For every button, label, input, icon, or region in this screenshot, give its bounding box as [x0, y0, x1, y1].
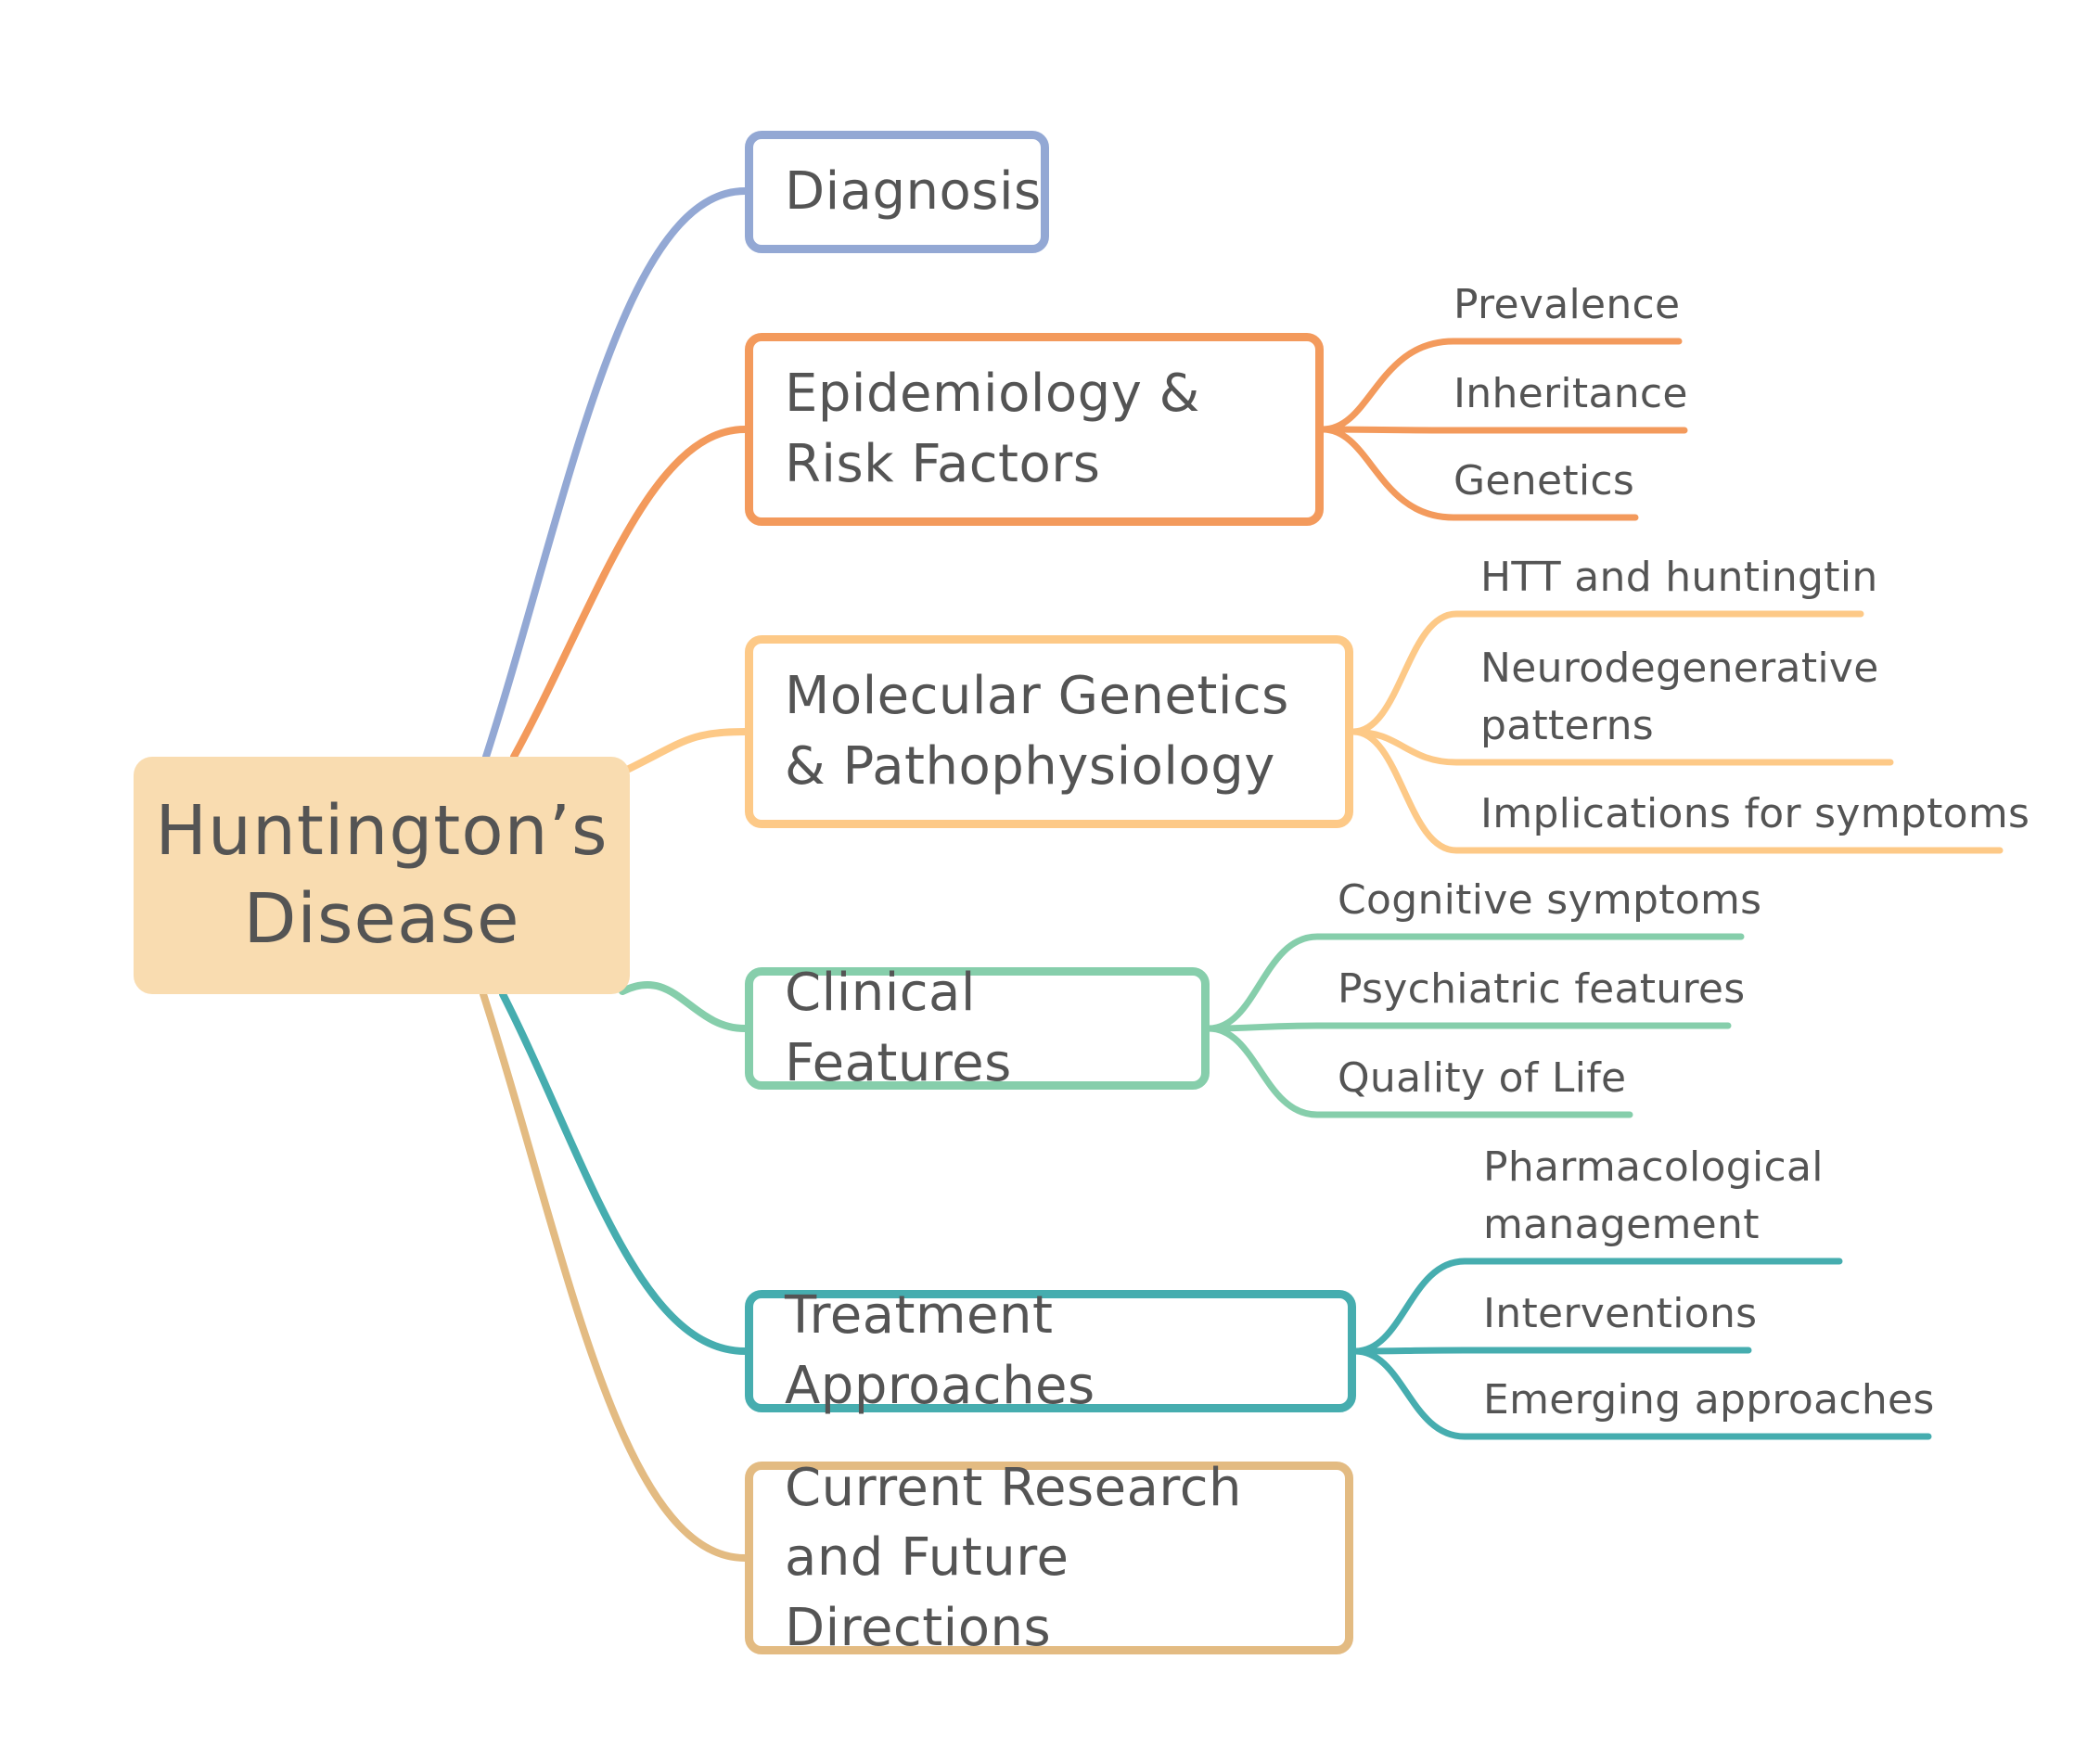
connector-root-to-branch-4	[499, 990, 749, 1355]
branch-molecular-genetics[interactable]: Molecular Genetics & Pathophysiology	[745, 635, 1353, 828]
connector-branch-3-leaf-1	[1205, 1022, 1732, 1032]
branch-label-clinical-features: Clinical Features	[785, 963, 1012, 1093]
root-label-line-2: Disease	[243, 879, 520, 959]
connector-branch-1-leaf-0	[1319, 338, 1683, 433]
connector-root-to-branch-1	[510, 426, 749, 760]
branch-diagnosis[interactable]: Diagnosis	[745, 131, 1049, 253]
connector-branch-3-leaf-2	[1205, 1025, 1633, 1118]
connector-branch-1-leaf-1	[1319, 426, 1688, 434]
root-label: Huntington’s Disease	[155, 787, 608, 963]
leaf-genetics[interactable]: Genetics	[1453, 457, 1635, 504]
leaf-inheritance[interactable]: Inheritance	[1453, 370, 1688, 417]
branch-label-molecular-genetics: Molecular Genetics & Pathophysiology	[785, 666, 1289, 797]
leaf-psychiatric-features[interactable]: Psychiatric features	[1338, 965, 1746, 1013]
connector-branch-1-leaf-2	[1319, 426, 1639, 521]
leaf-cognitive-symptoms[interactable]: Cognitive symptoms	[1338, 876, 1762, 924]
connectors	[480, 187, 2004, 1562]
branch-clinical-features[interactable]: Clinical Features	[745, 963, 1210, 1093]
branch-label-treatment-approaches: Treatment Approaches	[785, 1285, 1095, 1416]
connector-branch-2-leaf-0	[1350, 610, 1864, 735]
leaf-implications-for-symptoms[interactable]: Implications for symptoms	[1480, 790, 2030, 837]
connector-branch-4-leaf-2	[1351, 1347, 1932, 1440]
connector-root-to-branch-0	[482, 187, 749, 760]
branch-label-epidemiology: Epidemiology & Risk Factors	[785, 364, 1200, 494]
leaf-neurodegenerative-patterns[interactable]: Neurodegenerative patterns	[1480, 645, 1879, 750]
leaf-interventions[interactable]: Interventions	[1483, 1290, 1758, 1337]
leaf-pharmacological-management[interactable]: Pharmacological management	[1483, 1143, 1824, 1249]
branch-epidemiology[interactable]: Epidemiology & Risk Factors	[745, 333, 1324, 526]
connector-branch-4-leaf-0	[1351, 1258, 1843, 1355]
branch-current-research[interactable]: Current Research and Future Directions	[745, 1458, 1353, 1658]
root-node[interactable]: Huntington’s Disease	[134, 757, 630, 994]
branch-treatment-approaches[interactable]: Treatment Approaches	[745, 1285, 1356, 1416]
leaf-emerging-approaches[interactable]: Emerging approaches	[1483, 1376, 1935, 1424]
connector-branch-3-leaf-0	[1205, 933, 1745, 1032]
connector-root-to-branch-2	[625, 728, 749, 772]
branch-label-current-research: Current Research and Future Directions	[785, 1457, 1242, 1658]
connector-root-to-branch-3	[619, 981, 749, 1032]
branch-label-diagnosis: Diagnosis	[785, 161, 1042, 223]
connector-branch-2-leaf-2	[1350, 728, 2004, 854]
connector-root-to-branch-5	[480, 990, 749, 1562]
leaf-htt-and-huntingtin[interactable]: HTT and huntingtin	[1480, 554, 1878, 601]
root-label-line-1: Huntington’s	[155, 791, 608, 872]
leaf-quality-of-life[interactable]: Quality of Life	[1338, 1054, 1627, 1102]
leaf-prevalence[interactable]: Prevalence	[1453, 281, 1681, 328]
connector-branch-4-leaf-1	[1351, 1347, 1752, 1355]
